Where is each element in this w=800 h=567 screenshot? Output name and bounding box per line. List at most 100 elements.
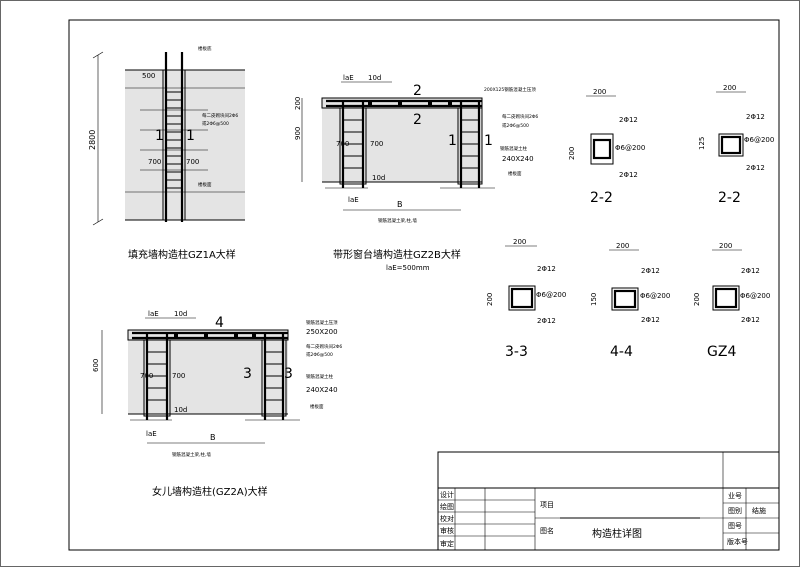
gz1a-dim-mid2: 700 <box>186 158 199 166</box>
section-gz4-rebar-bottom: 2Φ12 <box>741 316 760 324</box>
detail-gz2b: laE 10d 900 200 700 700 laE 10d B 2 2 1 … <box>294 74 538 272</box>
section-2-2-b-rebar-bottom: 2Φ12 <box>746 164 765 172</box>
gz2b-dim-10d-bot: 10d <box>372 174 385 182</box>
gz2a-dim-B: B <box>210 433 216 442</box>
gz1a-note-bottom: 楼板面 <box>198 181 212 188</box>
section-4-4-rebar-bottom: 2Φ12 <box>641 316 660 324</box>
section-2-2-b-rebar-side: Φ6@200 <box>744 136 774 144</box>
title-right-row-1: 图别 <box>728 506 742 515</box>
gz2a-note-col: 钢筋混凝土柱 <box>306 373 333 380</box>
section-gz4: 200 200 2Φ12 Φ6@200 2Φ12 GZ4 <box>693 242 770 360</box>
section-4-4-label: 4-4 <box>610 344 633 360</box>
title-row-draw: 绘图 <box>440 502 454 511</box>
title-right-row-0: 业号 <box>728 491 742 500</box>
gz2b-column-right <box>457 107 483 185</box>
section-3-3: 200 200 2Φ12 Φ6@200 2Φ12 3-3 <box>486 238 566 360</box>
gz1a-note-rebar2: 或2Φ6@500 <box>202 120 229 127</box>
section-gz4-rebar-top: 2Φ12 <box>741 267 760 275</box>
gz2b-note-below: 钢筋混凝土梁,柱,墙 <box>378 217 417 224</box>
gz2b-note-floor: 楼板面 <box>508 170 522 177</box>
gz2a-dim-height: 600 <box>92 359 100 372</box>
gz2b-title: 带形窗台墙构造柱GZ2B大样 <box>333 248 461 261</box>
gz2b-formula: laE=500mm <box>386 264 430 272</box>
gz2b-section-1: 1 <box>448 133 457 149</box>
gz2a-dim-10d-bot: 10d <box>174 406 187 414</box>
gz2a-section-3: 3 <box>243 366 252 382</box>
gz2a-note-rebar2: 或2Φ6@500 <box>306 351 333 358</box>
gz2a-section-4: 4 <box>215 315 224 331</box>
gz1a-dim-top: 500 <box>142 72 155 80</box>
gz1a-dim-height: 2800 <box>88 130 97 150</box>
section-4-4-dim-w: 200 <box>616 242 629 250</box>
gz1a-note-top: 楼板底 <box>198 45 212 52</box>
gz1a-dim-mid: 700 <box>148 158 161 166</box>
title-right-row-2: 图号 <box>728 522 742 530</box>
title-drawing-name-label: 图名 <box>540 526 554 535</box>
gz2b-dim-10d-top: 10d <box>368 74 381 82</box>
section-4-4: 200 150 2Φ12 Φ6@200 2Φ12 4-4 <box>590 242 670 360</box>
section-3-3-rebar-top: 2Φ12 <box>537 265 556 273</box>
gz2a-column-left <box>143 339 171 417</box>
section-2-2-a-dim-h: 200 <box>568 147 576 160</box>
gz2a-dim-lae-bot: laE <box>146 430 157 438</box>
gz2a-note-rebar1: 每二皮砌块间2Φ6 <box>306 343 342 350</box>
gz2a-dim-700a: 700 <box>140 372 153 380</box>
section-3-3-dim-w: 200 <box>513 238 526 246</box>
section-2-2-a: 200 200 2Φ12 Φ6@200 2Φ12 2-2 <box>568 88 645 206</box>
gz2a-column-right <box>261 339 287 417</box>
section-gz4-rebar-side: Φ6@200 <box>740 292 770 300</box>
gz2a-note-size1: 250X200 <box>306 328 338 336</box>
title-row-review: 审核 <box>440 526 454 535</box>
section-gz4-dim-w: 200 <box>719 242 732 250</box>
section-4-4-rebar-side: Φ6@200 <box>640 292 670 300</box>
gz2b-dim-height: 900 <box>294 127 302 140</box>
gz1a-section-left: 1 <box>155 128 164 144</box>
title-block: 设计 绘图 校对 审核 审定 项目 图名 构造柱详图 业号 图别 图号 版本号 … <box>437 451 780 551</box>
section-gz4-dim-h: 200 <box>693 293 701 306</box>
title-right-row-3: 版本号 <box>727 537 748 546</box>
gz2b-note-col: 钢筋混凝土柱 <box>500 145 527 152</box>
gz2b-dim-700b: 700 <box>370 140 383 148</box>
gz2b-note-rebar1: 每二皮砌块间2Φ6 <box>502 113 538 120</box>
gz1a-column <box>162 69 186 221</box>
title-project-label: 项目 <box>540 501 554 509</box>
gz2b-dim-lae-bot: laE <box>348 196 359 204</box>
detail-gz1a: 2800 500 700 700 1 1 楼板底 每二皮砌块间2Φ6 或2Φ6@… <box>88 45 245 261</box>
gz2b-note-beam: 200X125钢筋混凝土压顶 <box>484 86 536 93</box>
gz2b-dim-200: 200 <box>294 97 302 110</box>
detail-gz2a: laE 10d 600 700 700 laE 10d B 4 3 3 钢筋混凝… <box>92 310 342 498</box>
sheet-inner-frame <box>68 19 780 551</box>
gz2a-dim-lae-top: laE <box>148 310 159 318</box>
section-4-4-dim-h: 150 <box>590 293 598 306</box>
section-2-2-a-rebar-bottom: 2Φ12 <box>619 171 638 179</box>
gz1a-note-rebar1: 每二皮砌块间2Φ6 <box>202 112 238 119</box>
gz2b-dim-B: B <box>397 200 403 209</box>
section-2-2-b-rebar-top: 2Φ12 <box>746 113 765 121</box>
gz2a-dim-700b: 700 <box>172 372 185 380</box>
gz2b-section-2b: 2 <box>413 112 422 128</box>
gz2b-section-2: 2 <box>413 83 422 99</box>
section-2-2-b-label: 2-2 <box>718 190 741 206</box>
section-2-2-a-rebar-side: Φ6@200 <box>615 144 645 152</box>
section-2-2-a-label: 2-2 <box>590 190 613 206</box>
section-2-2-b-dim-h: 125 <box>698 137 706 150</box>
section-4-4-rebar-top: 2Φ12 <box>641 267 660 275</box>
section-gz4-label: GZ4 <box>707 344 736 360</box>
gz2a-note-below: 钢筋混凝土梁,柱,墙 <box>172 451 211 458</box>
section-2-2-a-rebar-top: 2Φ12 <box>619 116 638 124</box>
section-3-3-dim-h: 200 <box>486 293 494 306</box>
gz2a-note-size2: 240X240 <box>306 386 338 394</box>
gz2a-title: 女儿墙构造柱(GZ2A)大样 <box>152 485 268 498</box>
gz2b-note-rebar2: 或2Φ6@500 <box>502 122 529 129</box>
gz2a-note-floor: 楼板面 <box>310 403 324 410</box>
title-drawing-name: 构造柱详图 <box>592 527 642 540</box>
gz1a-section-right: 1 <box>186 128 195 144</box>
section-3-3-rebar-side: Φ6@200 <box>536 291 566 299</box>
gz2b-section-1b: 1 <box>484 133 493 149</box>
title-row-approve: 审定 <box>440 539 454 548</box>
gz2b-dim-700a: 700 <box>336 140 349 148</box>
section-2-2-a-dim-w: 200 <box>593 88 606 96</box>
section-2-2-b: 200 125 2Φ12 Φ6@200 2Φ12 2-2 <box>698 84 774 206</box>
